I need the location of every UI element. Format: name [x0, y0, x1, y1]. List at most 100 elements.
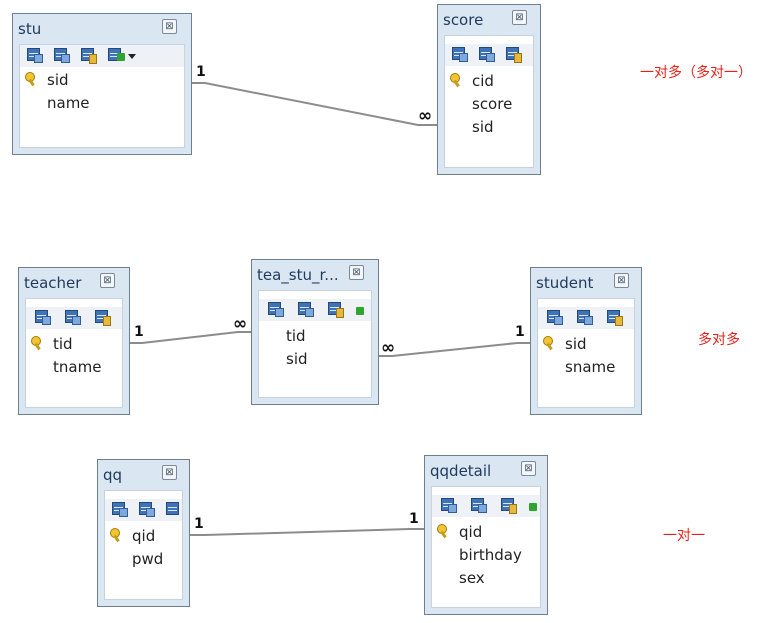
field-list: sid name	[20, 69, 184, 115]
field-row[interactable]: sid	[538, 333, 634, 356]
field-name: sid	[286, 350, 308, 368]
table-key-icon[interactable]	[501, 498, 519, 514]
design-table-icon[interactable]	[577, 310, 595, 326]
design-table-icon[interactable]	[65, 310, 83, 326]
field-row[interactable]: qid	[105, 525, 182, 548]
field-name: sid	[47, 71, 69, 89]
field-name: score	[472, 95, 513, 113]
close-button[interactable]: ⊠	[100, 273, 115, 288]
table-name: tea_stu_r...	[257, 266, 339, 284]
design-table-icon[interactable]	[54, 48, 72, 64]
field-name: birthday	[459, 546, 522, 564]
table-title-bar[interactable]: tea_stu_r... ⊠	[255, 262, 378, 286]
edit-table-icon[interactable]	[112, 502, 130, 518]
table-teacher[interactable]: teacher ⊠ tid tname	[18, 267, 130, 415]
field-row[interactable]: pwd	[105, 548, 182, 571]
design-table-icon[interactable]	[479, 47, 497, 63]
field-row[interactable]: cid	[445, 70, 533, 93]
teacher-tea-stu-line	[130, 331, 251, 344]
table-toolbar	[259, 299, 371, 321]
table-title-bar[interactable]: stu ⊠	[16, 16, 191, 40]
field-name: qid	[459, 523, 483, 541]
field-list: qid birthday sex	[432, 521, 540, 590]
table-title-bar[interactable]: score ⊠	[441, 7, 540, 31]
primary-key-icon	[450, 73, 464, 87]
table-key-icon[interactable]	[328, 302, 346, 318]
close-button[interactable]: ⊠	[512, 10, 527, 25]
import-icon[interactable]	[356, 302, 371, 318]
field-row[interactable]: sid	[445, 116, 533, 139]
note-many-to-many: 多对多	[698, 332, 740, 348]
table-title-bar[interactable]: qqdetail ⊠	[428, 458, 547, 482]
qq-qqdetail-cardinality-to: 1	[409, 511, 419, 527]
stu-score-cardinality-from: 1	[196, 64, 206, 80]
table-tea-stu-relation[interactable]: tea_stu_r... ⊠ tid sid	[251, 259, 379, 405]
edit-table-icon[interactable]	[35, 310, 53, 326]
table-stu[interactable]: stu ⊠ sid name	[12, 13, 192, 155]
primary-key-icon	[31, 336, 45, 350]
note-one-to-one: 一对一	[663, 528, 705, 544]
close-button[interactable]: ⊠	[162, 465, 177, 480]
table-score[interactable]: score ⊠ cid score sid	[437, 4, 541, 175]
close-button[interactable]: ⊠	[349, 265, 364, 280]
edit-table-icon[interactable]	[441, 498, 459, 514]
table-student[interactable]: student ⊠ sid sname	[530, 267, 642, 415]
field-name: qid	[132, 527, 156, 545]
field-row[interactable]: sex	[432, 567, 540, 590]
field-name: tid	[53, 335, 73, 353]
field-row[interactable]: tid	[26, 333, 122, 356]
table-key-icon[interactable]	[81, 48, 99, 64]
design-table-icon[interactable]	[298, 302, 316, 318]
field-name: pwd	[132, 550, 164, 568]
primary-key-icon	[25, 72, 39, 86]
import-icon[interactable]	[108, 48, 136, 64]
table-name: qqdetail	[430, 462, 492, 480]
field-name: cid	[472, 72, 494, 90]
field-row[interactable]: sid	[20, 69, 184, 92]
field-list: cid score sid	[445, 70, 533, 139]
design-table-icon[interactable]	[471, 498, 489, 514]
table-qq[interactable]: qq ⊠ qid pwd	[97, 459, 190, 607]
table-title-bar[interactable]: qq ⊠	[101, 462, 189, 486]
table-key-icon[interactable]	[95, 310, 113, 326]
primary-key-icon	[543, 336, 557, 350]
field-name: sname	[565, 358, 616, 376]
edit-table-icon[interactable]	[27, 48, 45, 64]
close-button[interactable]: ⊠	[162, 19, 177, 34]
field-list: tid tname	[26, 333, 122, 379]
field-row[interactable]: qid	[432, 521, 540, 544]
table-toolbar	[445, 44, 533, 66]
field-row[interactable]: sid	[259, 348, 371, 371]
stu-score-line	[192, 82, 437, 126]
field-list: tid sid	[259, 325, 371, 371]
edit-table-icon[interactable]	[268, 302, 286, 318]
teacher-tea-stu-cardinality-from: 1	[134, 324, 144, 340]
table-name: stu	[18, 20, 42, 38]
field-row[interactable]: tid	[259, 325, 371, 348]
table-title-bar[interactable]: student ⊠	[534, 270, 641, 294]
field-list: qid pwd	[105, 525, 182, 571]
field-row[interactable]: name	[20, 92, 184, 115]
field-name: tid	[286, 327, 306, 345]
edit-table-icon[interactable]	[452, 47, 470, 63]
field-row[interactable]: sname	[538, 356, 634, 379]
table-qqdetail[interactable]: qqdetail ⊠ qid birthday sex	[424, 455, 548, 615]
tea-stu-student-cardinality-from: ∞	[381, 338, 396, 358]
field-name: sex	[459, 569, 485, 587]
close-button[interactable]: ⊠	[614, 273, 629, 288]
table-toolbar	[20, 45, 184, 67]
note-one-to-many: 一对多（多对一）	[640, 65, 752, 81]
table-name: student	[536, 274, 594, 292]
table-key-icon[interactable]	[166, 502, 182, 518]
table-key-icon[interactable]	[506, 47, 524, 63]
table-title-bar[interactable]: teacher ⊠	[22, 270, 129, 294]
design-table-icon[interactable]	[139, 502, 157, 518]
import-icon[interactable]	[529, 498, 540, 514]
edit-table-icon[interactable]	[547, 310, 565, 326]
table-key-icon[interactable]	[607, 310, 625, 326]
field-row[interactable]: tname	[26, 356, 122, 379]
field-row[interactable]: birthday	[432, 544, 540, 567]
close-button[interactable]: ⊠	[521, 461, 536, 476]
field-row[interactable]: score	[445, 93, 533, 116]
